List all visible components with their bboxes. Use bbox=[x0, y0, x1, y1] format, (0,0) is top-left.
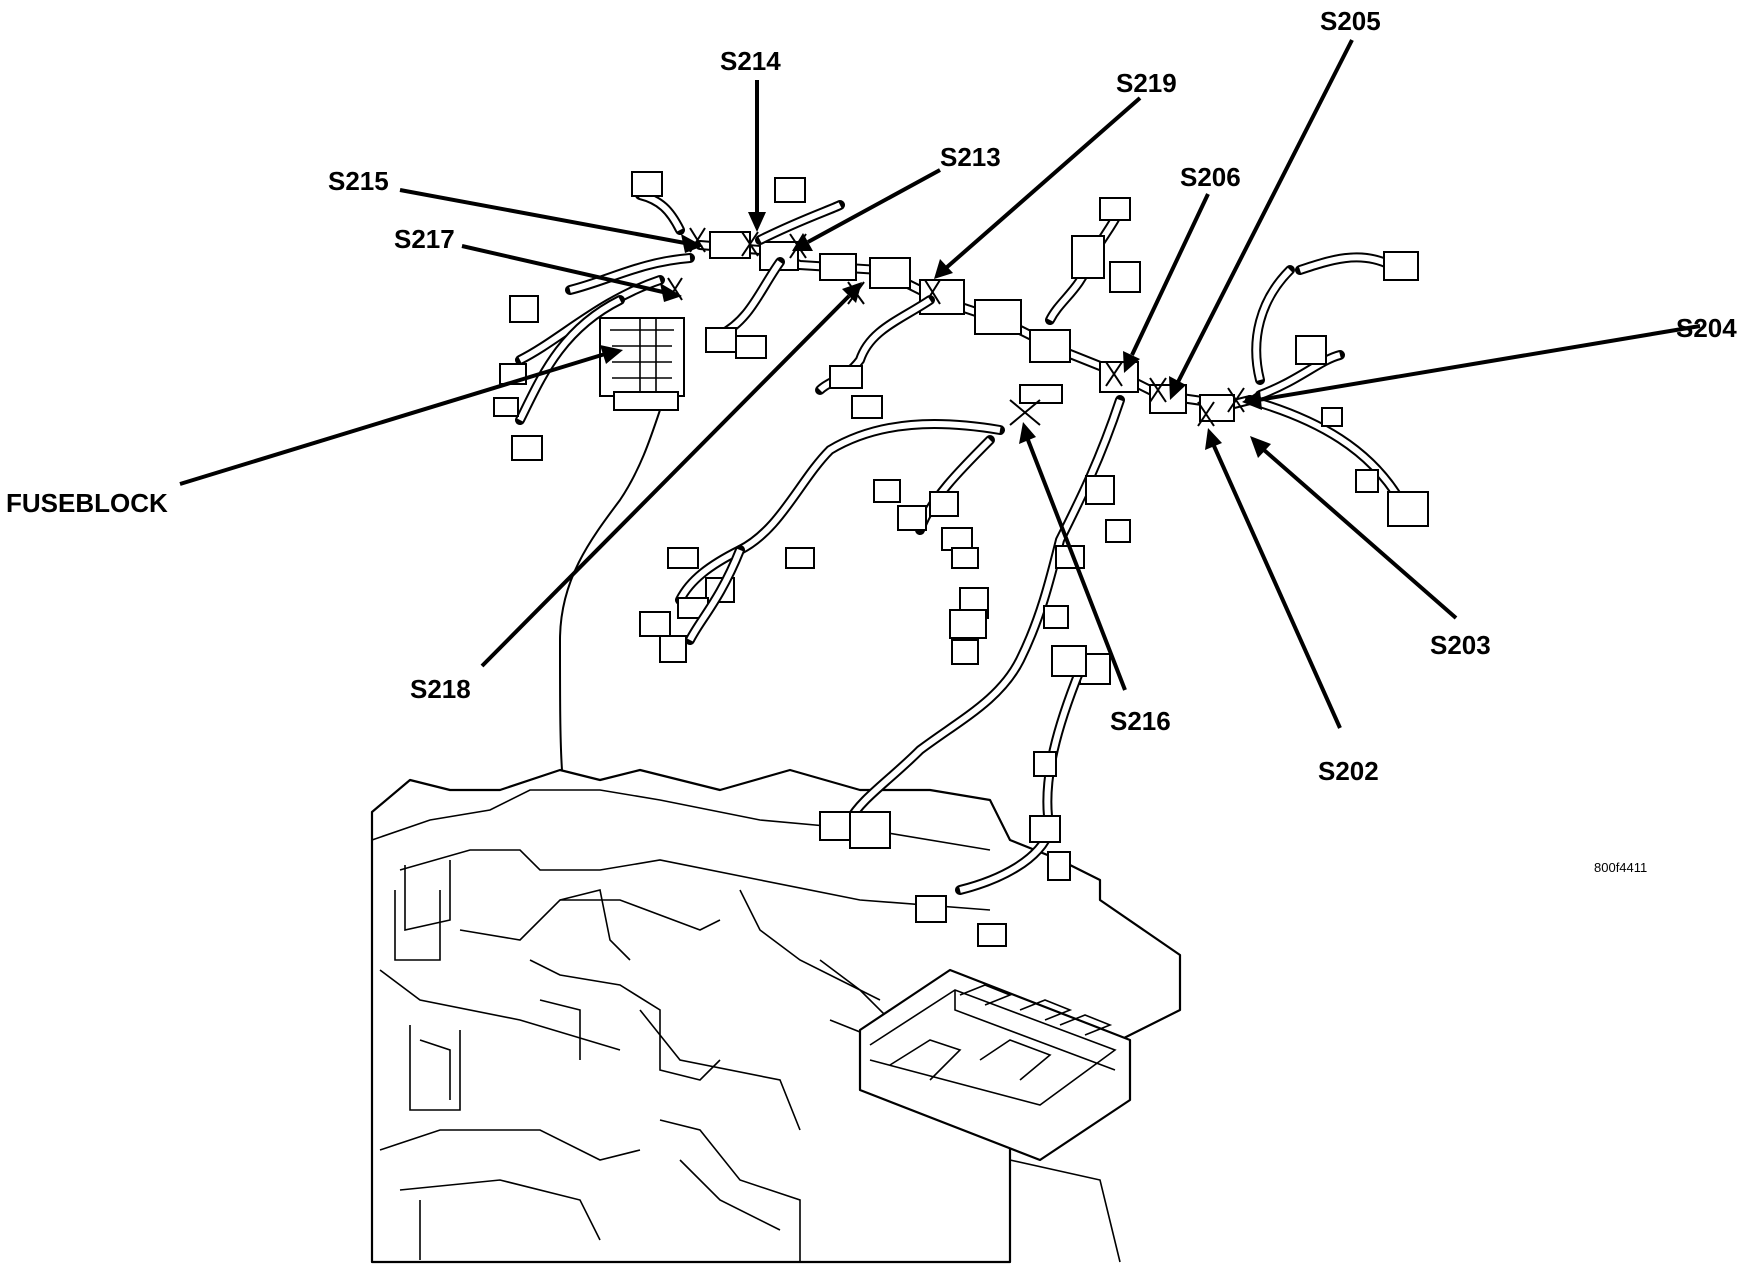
label-s217: S217 bbox=[394, 224, 455, 254]
label-s204: S204 bbox=[1676, 313, 1737, 343]
label-s216: S216 bbox=[1110, 706, 1171, 736]
callout-leaders bbox=[179, 39, 1701, 729]
label-s213: S213 bbox=[940, 142, 1001, 172]
label-s205: S205 bbox=[1320, 6, 1381, 36]
label-s219: S219 bbox=[1116, 68, 1177, 98]
label-s202: S202 bbox=[1318, 756, 1379, 786]
label-fuseblock: FUSEBLOCK bbox=[6, 488, 168, 518]
label-s215: S215 bbox=[328, 166, 389, 196]
label-s214: S214 bbox=[720, 46, 781, 76]
wire-harness bbox=[493, 171, 1429, 947]
label-s203: S203 bbox=[1430, 630, 1491, 660]
instrument-panel bbox=[370, 768, 1182, 1264]
figure-code: 800f4411 bbox=[1594, 860, 1647, 875]
label-s206: S206 bbox=[1180, 162, 1241, 192]
label-s218: S218 bbox=[410, 674, 471, 704]
callout-labels: S214 S205 S219 S213 S206 S215 S217 S204 … bbox=[6, 6, 1737, 875]
